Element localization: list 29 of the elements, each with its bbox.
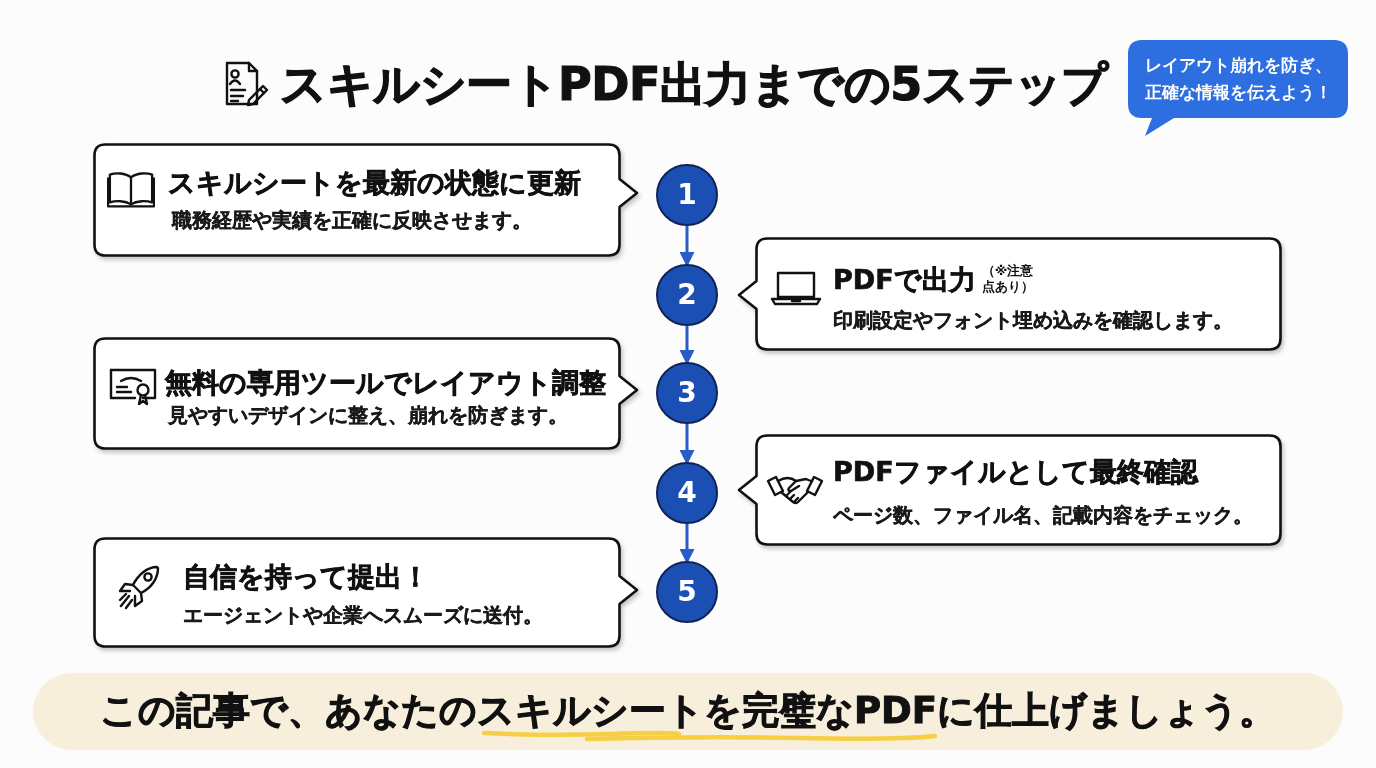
step-description: 職務経歴や実績を正確に反映させます。: [172, 207, 532, 233]
step-description: 見やすいデザインに整え、崩れを防ぎます。: [168, 402, 568, 428]
banner-text: この記事で、あなたのスキルシートを完璧なPDFに仕上げましょう。: [98, 688, 1278, 734]
step-description: エージェントや企業へスムーズに送付。: [183, 602, 543, 628]
step-description: 印刷設定やフォント埋め込みを確認します。: [833, 307, 1233, 333]
step-heading: スキルシートを最新の状態に更新: [168, 166, 581, 200]
step-heading: 無料の専用ツールでレイアウト調整: [165, 366, 606, 400]
arrow: [679, 226, 695, 267]
arrow: [679, 524, 695, 564]
arrow: [679, 326, 695, 365]
step-number: 5: [677, 576, 697, 608]
callout-box: [93, 143, 639, 257]
step-number: 1: [677, 179, 697, 211]
step-description: ページ数、ファイル名、記載内容をチェック。: [833, 502, 1253, 528]
step-heading: 自信を持って提出！: [183, 560, 429, 594]
step-number: 2: [677, 279, 697, 311]
callout-box: [737, 237, 1282, 351]
callout-box: [93, 337, 639, 450]
callout-box: [93, 537, 639, 648]
title: スキルシートPDF出力までの5ステップ: [280, 56, 1108, 112]
arrow: [679, 424, 695, 465]
step-heading: PDFで出力: [833, 263, 976, 297]
step-number: 3: [677, 377, 697, 409]
step-heading: PDFファイルとして最終確認: [833, 455, 1198, 489]
note-text: （※注意点あり）: [981, 263, 1035, 295]
step-number: 4: [677, 477, 697, 509]
speech-bubble: [1128, 40, 1348, 136]
bubble-text: レイアウト崩れを防ぎ、正確な情報を伝えよう！: [1143, 54, 1333, 104]
callout-box: [737, 434, 1282, 546]
